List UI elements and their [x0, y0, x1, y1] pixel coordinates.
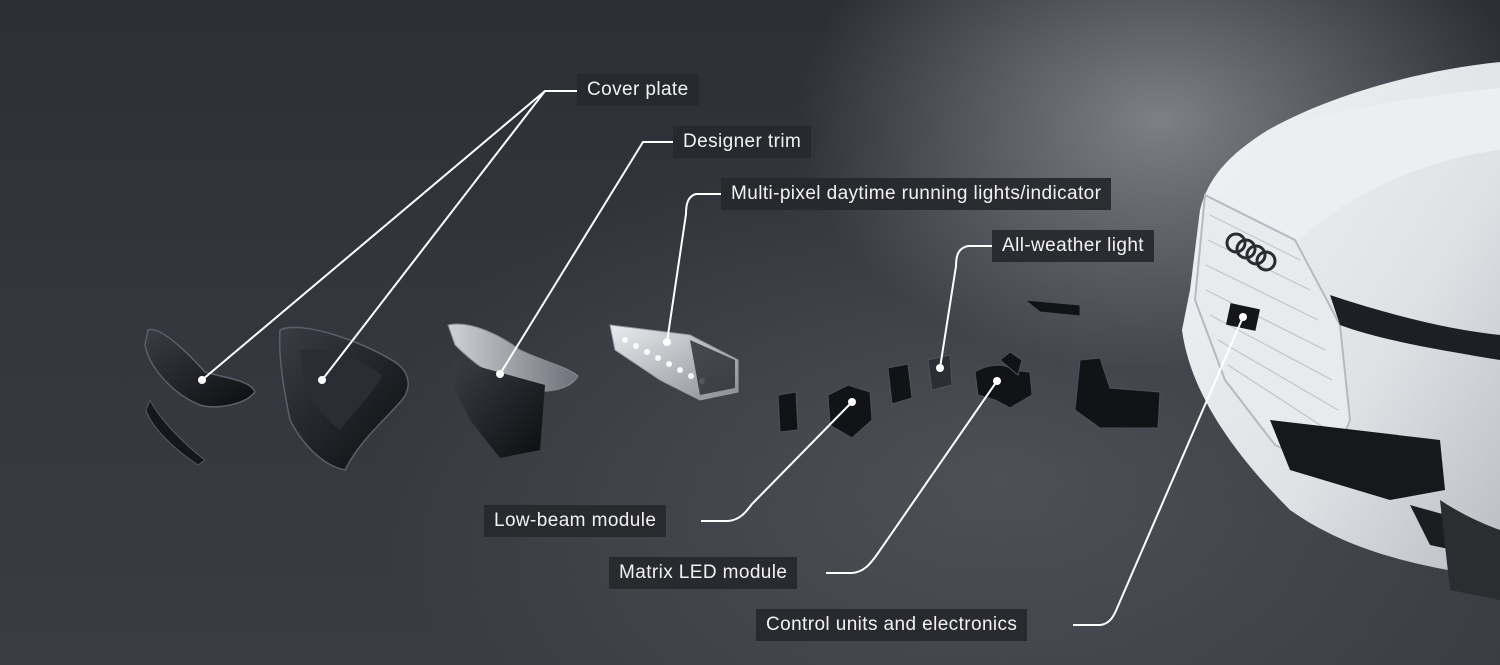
leader-line-low-beam — [701, 401, 853, 522]
car-front — [1182, 62, 1500, 600]
leader-lines — [201, 90, 1244, 626]
cover-plate-parts — [144, 326, 409, 471]
label-daytime-running-lights: Multi-pixel daytime running lights/indic… — [721, 178, 1112, 210]
leader-line-cover-plate-2 — [321, 90, 546, 381]
designer-trim-part — [447, 323, 579, 458]
label-low-beam-module: Low-beam module — [484, 505, 667, 537]
leader-line-cover-plate-1 — [201, 90, 577, 381]
anchor-dot — [496, 370, 504, 378]
anchor-dot — [1239, 313, 1247, 321]
label-cover-plate: Cover plate — [577, 74, 699, 106]
anchor-dot — [848, 398, 856, 406]
label-matrix-led-module: Matrix LED module — [609, 557, 798, 589]
anchor-dot — [663, 338, 671, 346]
daytime-running-light-part — [609, 324, 739, 401]
anchor-dots — [198, 313, 1247, 406]
leader-line-designer-trim — [499, 141, 673, 375]
leader-line-all-weather-light — [939, 245, 992, 369]
anchor-dot — [993, 377, 1001, 385]
leader-line-control-units — [1073, 316, 1244, 626]
anchor-dot — [318, 376, 326, 384]
leader-line-matrix-led — [826, 380, 998, 574]
anchor-dot — [198, 376, 206, 384]
lighting-modules — [777, 299, 1161, 439]
label-designer-trim: Designer trim — [673, 126, 812, 158]
label-control-units: Control units and electronics — [756, 609, 1028, 641]
leader-line-daytime-running-lights — [666, 193, 721, 343]
anchor-dot — [936, 364, 944, 372]
brand-logo-icon — [1225, 232, 1277, 272]
label-all-weather-light: All-weather light — [992, 230, 1154, 262]
